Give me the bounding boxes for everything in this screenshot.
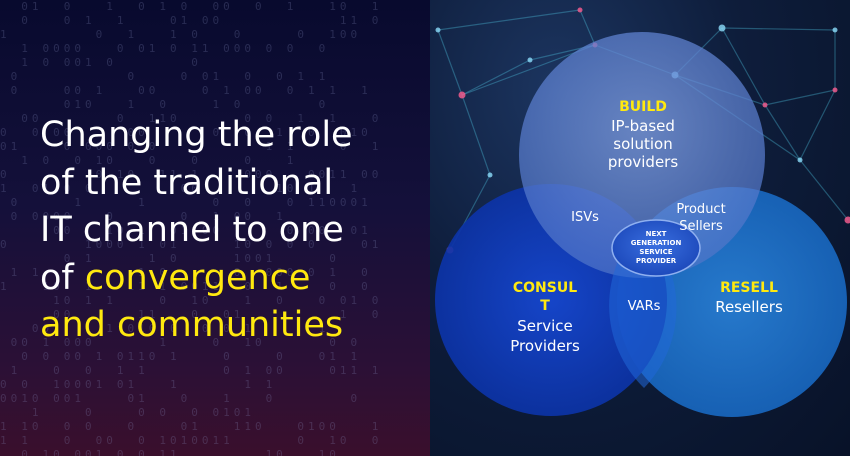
network-node [718, 24, 726, 32]
consult-line-2: Providers [510, 337, 580, 355]
build-circle [519, 32, 765, 278]
network-node [487, 172, 493, 178]
overlap-product-sellers-line-2: Sellers [679, 219, 723, 234]
headline-line-4: of convergence [40, 255, 420, 303]
network-node [435, 27, 441, 33]
center-badge [611, 219, 701, 277]
network-node [577, 7, 583, 13]
network-line [721, 27, 836, 31]
network-node [527, 57, 533, 63]
network-line [579, 9, 596, 46]
network-node [832, 87, 838, 93]
headline-accent-communities: and communities [40, 305, 344, 345]
overlap-vars: VARs [628, 299, 661, 314]
consult-title-line-2: T [540, 298, 550, 314]
resell-line-1: Resellers [715, 298, 783, 316]
build-line-3: providers [608, 153, 678, 171]
network-line [764, 104, 801, 161]
center-line-4: PROVIDER [636, 257, 677, 265]
network-line [799, 89, 836, 161]
network-line [437, 29, 463, 96]
overlap-isvs: ISVs [571, 210, 599, 225]
build-title: BUILD [619, 99, 667, 115]
center-line-1: NEXT [646, 230, 667, 238]
headline-accent-convergence: convergence [84, 257, 311, 298]
left-panel: 01 0 1 0 1 0 00 0 1 10 1 0 0 1 1 01 00 1… [0, 0, 430, 456]
network-line [721, 27, 766, 106]
center-line-3: SERVICE [639, 248, 672, 256]
network-line [764, 89, 836, 106]
center-line-2: GENERATION [631, 239, 682, 247]
network-node [832, 27, 838, 33]
headline: Changing the role of the traditional IT … [40, 112, 420, 350]
right-panel: BUILD IP-based solution providers CONSUL… [430, 0, 850, 456]
headline-line-4-prefix: of [40, 257, 85, 298]
network-node [458, 91, 466, 99]
network-line [461, 59, 531, 96]
network-line [437, 9, 581, 31]
network-node [844, 216, 850, 224]
overlap-product-sellers-line-1: Product [676, 202, 725, 217]
headline-line-1: Changing the role [40, 115, 353, 155]
consult-title-line-1: CONSUL [513, 280, 577, 296]
network-line [799, 159, 849, 221]
network-line [461, 94, 491, 176]
build-line-2: solution [613, 135, 672, 153]
consult-line-1: Service [517, 317, 572, 335]
network-node [762, 102, 768, 108]
build-line-1: IP-based [611, 117, 675, 135]
headline-line-3: IT channel to one [40, 210, 344, 250]
headline-line-2: of the traditional [40, 162, 334, 203]
venn-diagram: BUILD IP-based solution providers CONSUL… [435, 32, 847, 417]
network-node [797, 157, 803, 163]
resell-title: RESELL [720, 280, 778, 296]
